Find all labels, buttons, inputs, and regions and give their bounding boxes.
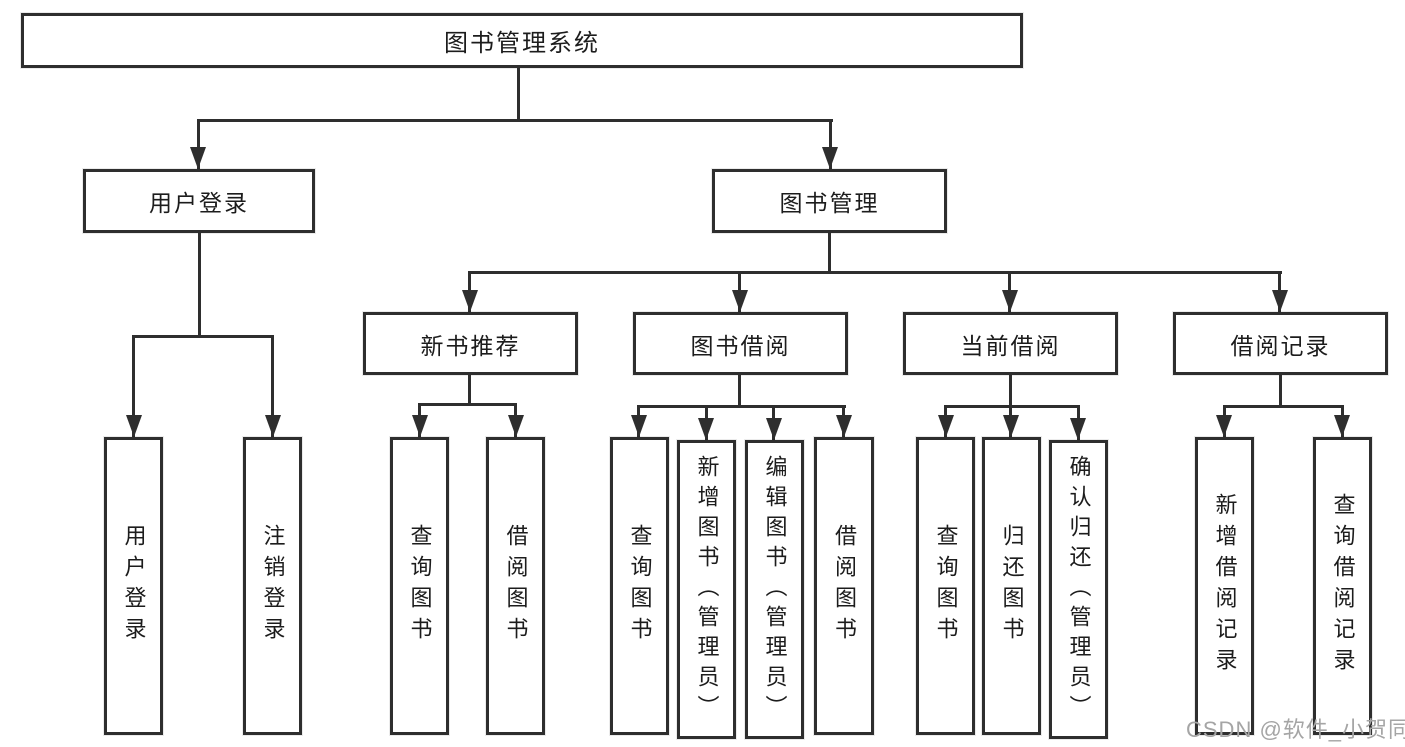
leaf-label: 编辑图书（管理员）	[762, 454, 788, 725]
node-current-borrowing: 当前借阅	[903, 312, 1118, 375]
arrow-down-icon	[822, 147, 838, 169]
leaf-return-book: 归还图书	[982, 437, 1041, 735]
watermark: CSDN @软件_小贺同学	[1186, 717, 1405, 742]
leaf-edit-book-admin: 编辑图书（管理员）	[745, 440, 804, 739]
arrow-down-icon	[1003, 415, 1019, 437]
arrow-down-icon	[462, 290, 478, 312]
arrow-down-icon	[265, 415, 281, 437]
arrow-down-icon	[1272, 290, 1288, 312]
connector-line	[829, 119, 832, 169]
leaf-label: 查询借阅记录	[1330, 493, 1356, 679]
node-user-login: 用户登录	[83, 169, 315, 233]
leaf-label: 借阅图书	[832, 524, 857, 648]
leaf-label: 查询图书	[407, 524, 433, 648]
leaf-query-books-borrowing: 查询图书	[610, 437, 669, 735]
arrow-down-icon	[732, 290, 748, 312]
leaf-add-book-admin: 新增图书（管理员）	[677, 440, 736, 739]
arrow-down-icon	[1002, 290, 1018, 312]
leaf-confirm-return-admin: 确认归还（管理员）	[1049, 440, 1108, 739]
connector-line	[197, 119, 200, 169]
connector-line	[198, 233, 201, 337]
arrow-down-icon	[412, 415, 428, 437]
connector-line	[132, 335, 135, 437]
connector-line	[132, 335, 274, 338]
node-book-borrowing: 图书借阅	[633, 312, 848, 375]
leaf-borrow-books-borrowing: 借阅图书	[814, 437, 874, 735]
connector-line	[828, 233, 831, 274]
connector-line	[468, 375, 471, 405]
leaf-query-books-current: 查询图书	[916, 437, 975, 735]
leaf-borrow-books-recommend: 借阅图书	[486, 437, 545, 735]
leaf-user-login: 用户登录	[104, 437, 163, 735]
leaf-label: 用户登录	[121, 524, 147, 648]
connector-line	[469, 271, 1282, 274]
leaf-label: 借阅图书	[503, 524, 529, 648]
node-new-book-recommendation: 新书推荐	[363, 312, 578, 375]
arrow-down-icon	[766, 418, 782, 440]
arrow-down-icon	[631, 415, 647, 437]
arrow-down-icon	[508, 415, 524, 437]
arrow-down-icon	[190, 147, 206, 169]
node-borrowing-records: 借阅记录	[1173, 312, 1388, 375]
arrow-down-icon	[836, 415, 852, 437]
connector-line	[1223, 405, 1344, 408]
leaf-label: 注销登录	[260, 524, 286, 648]
arrow-down-icon	[698, 418, 714, 440]
leaf-label: 归还图书	[999, 524, 1025, 648]
connector-line	[637, 405, 846, 408]
connector-line	[271, 335, 274, 437]
arrow-down-icon	[1334, 415, 1350, 437]
arrow-down-icon	[1216, 415, 1232, 437]
leaf-add-borrow-record: 新增借阅记录	[1195, 437, 1254, 735]
arrow-down-icon	[1070, 418, 1086, 440]
leaf-label: 新增图书（管理员）	[694, 454, 720, 725]
leaf-logout: 注销登录	[243, 437, 302, 735]
leaf-label: 新增借阅记录	[1212, 493, 1238, 679]
connector-line	[197, 119, 833, 122]
leaf-query-borrow-record: 查询借阅记录	[1313, 437, 1372, 735]
leaf-label: 查询图书	[933, 524, 959, 648]
arrow-down-icon	[126, 415, 142, 437]
leaf-label: 查询图书	[627, 524, 653, 648]
connector-line	[1009, 375, 1012, 407]
connector-line	[944, 405, 1080, 408]
leaf-label: 确认归还（管理员）	[1066, 454, 1092, 725]
connector-line	[1279, 375, 1282, 407]
connector-line	[738, 375, 741, 407]
connector-line	[517, 68, 520, 122]
node-book-management: 图书管理	[712, 169, 947, 233]
connector-line	[418, 403, 517, 406]
node-library-management-system: 图书管理系统	[21, 13, 1023, 68]
leaf-query-books-recommend: 查询图书	[390, 437, 449, 735]
arrow-down-icon	[938, 415, 954, 437]
